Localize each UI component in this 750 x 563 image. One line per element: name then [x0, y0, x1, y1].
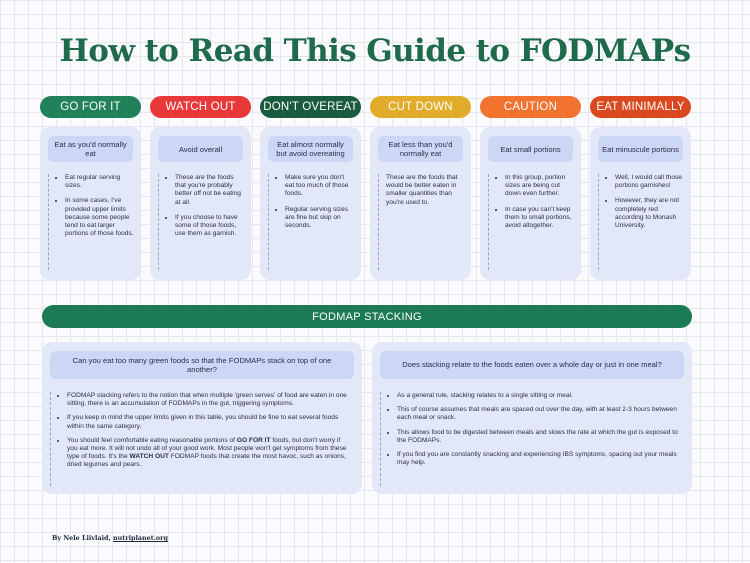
emphasis-go-for-it: GO FOR IT — [236, 436, 271, 444]
credit-text: By Nele Liivlaid, — [52, 534, 113, 542]
card-body: Well, I would call those portions garnis… — [598, 174, 685, 270]
question-header: Does stacking relate to the foods eaten … — [380, 351, 684, 379]
question-body: As a general rule, stacking relates to a… — [380, 392, 682, 486]
website-link[interactable]: nutriplanet.org — [112, 534, 169, 542]
list-item: Eat regular serving sizes. — [65, 174, 135, 190]
fodmap-stacking-banner: FODMAP STACKING — [42, 305, 692, 328]
card-go-for-it: Eat as you'd normally eat Eat regular se… — [40, 127, 141, 280]
bullet-list: FODMAP stacking refers to the notion tha… — [58, 392, 352, 470]
list-item: These are the foods that you're probably… — [175, 174, 245, 207]
bullet-list: Make sure you don't eat too much of thos… — [276, 174, 355, 230]
card-header: Eat small portions — [488, 136, 573, 162]
list-item: If you find you are constantly snacking … — [397, 451, 682, 467]
stacking-card-right: Does stacking relate to the foods eaten … — [372, 342, 692, 494]
emphasis-watch-out: WATCH OUT — [129, 453, 169, 461]
text-run: foods, but don't worry if you eat more. … — [67, 436, 347, 461]
page-title: How to Read This Guide to FODMAPs — [59, 33, 692, 69]
list-item: Well, I would call those portions garnis… — [615, 174, 685, 190]
badge-dont-overeat: DON'T OVEREAT — [260, 96, 361, 118]
badge-caution: CAUTION — [480, 96, 581, 118]
text-run: FODMAP foods that create the most havoc,… — [67, 453, 346, 469]
card-body: These are the foods that you're probably… — [158, 174, 245, 270]
list-item: Regular serving sizes are fine but skip … — [285, 206, 355, 231]
card-body: These are the foods that would be better… — [378, 174, 465, 270]
list-item: As a general rule, stacking relates to a… — [397, 392, 682, 400]
bullet-list: As a general rule, stacking relates to a… — [388, 392, 682, 467]
list-item: You should feel comfortable eating reaso… — [67, 437, 352, 470]
bullet-list: Well, I would call those portions garnis… — [606, 174, 685, 230]
badge-eat-minimally: EAT MINIMALLY — [590, 96, 691, 118]
list-item: FODMAP stacking refers to the notion tha… — [67, 392, 352, 408]
category-cards: Eat as you'd normally eat Eat regular se… — [40, 127, 691, 280]
list-item: If you choose to have some of those food… — [175, 214, 245, 239]
card-header: Eat as you'd normally eat — [48, 136, 133, 162]
card-body: In this group, portion sizes are being c… — [488, 174, 575, 270]
card-caution: Eat small portions In this group, portio… — [480, 127, 581, 280]
card-paragraph: These are the foods that would be better… — [386, 174, 458, 206]
list-item: In some cases, I've provided upper limit… — [65, 197, 135, 238]
bullet-list: These are the foods that you're probably… — [166, 174, 245, 238]
list-item: Make sure you don't eat too much of thos… — [285, 174, 355, 199]
list-item: This of course assumes that meals are sp… — [397, 406, 682, 422]
list-item: However, they are not completely red acc… — [615, 197, 685, 230]
card-header: Eat less than you'd normally eat — [378, 136, 463, 162]
card-header: Eat minuscule portions — [598, 136, 683, 162]
question-header: Can you eat too many green foods so that… — [50, 351, 354, 379]
card-body: Eat regular serving sizes. In some cases… — [48, 174, 135, 270]
category-badges: GO FOR IT WATCH OUT DON'T OVEREAT CUT DO… — [40, 96, 691, 118]
list-item: In this group, portion sizes are being c… — [505, 174, 575, 199]
badge-go-for-it: GO FOR IT — [40, 96, 141, 118]
stacking-card-left: Can you eat too many green foods so that… — [42, 342, 362, 494]
card-body: Make sure you don't eat too much of thos… — [268, 174, 355, 270]
list-item: If you keep in mind the upper limits giv… — [67, 414, 352, 430]
card-header: Eat almost normally but avoid overeating — [268, 136, 353, 162]
badge-cut-down: CUT DOWN — [370, 96, 471, 118]
text-run: You should feel comfortable eating reaso… — [67, 436, 237, 444]
card-header: Avoid overall — [158, 136, 243, 162]
card-cut-down: Eat less than you'd normally eat These a… — [370, 127, 471, 280]
question-body: FODMAP stacking refers to the notion tha… — [50, 392, 352, 486]
list-item: In case you can't keep them to small por… — [505, 206, 575, 231]
card-eat-minimally: Eat minuscule portions Well, I would cal… — [590, 127, 691, 280]
badge-watch-out: WATCH OUT — [150, 96, 251, 118]
bullet-list: Eat regular serving sizes. In some cases… — [56, 174, 135, 238]
card-watch-out: Avoid overall These are the foods that y… — [150, 127, 251, 280]
bullet-list: In this group, portion sizes are being c… — [496, 174, 575, 230]
author-credit: By Nele Liivlaid, nutriplanet.org — [52, 534, 168, 542]
list-item: This allows food to be digested between … — [397, 429, 682, 445]
card-dont-overeat: Eat almost normally but avoid overeating… — [260, 127, 361, 280]
